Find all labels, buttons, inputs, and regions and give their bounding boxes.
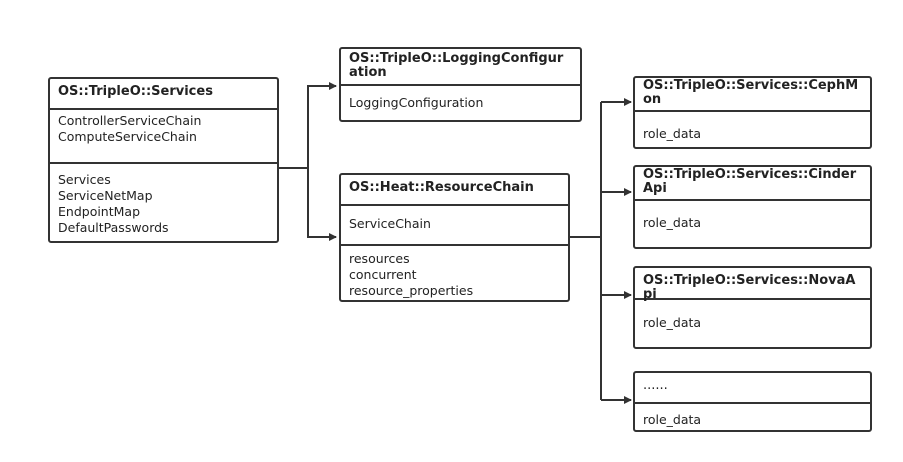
resourcechain-item: resource_properties	[349, 283, 474, 298]
novaapi-title: OS::TripleO::Services::NovaApi	[643, 273, 856, 302]
cinderapi-title: OS::TripleO::Services::CinderApi	[643, 167, 857, 196]
cephmon-box: OS::TripleO::Services::CephMon role_data	[633, 76, 872, 149]
services-title: OS::TripleO::Services	[58, 84, 213, 99]
services-box: OS::TripleO::Services ControllerServiceC…	[48, 77, 279, 243]
cephmon-title: OS::TripleO::Services::CephMon	[643, 78, 859, 107]
logging-box: OS::TripleO::LoggingConfiguration Loggin…	[339, 47, 582, 122]
resourcechain-item: ServiceChain	[349, 216, 431, 231]
services-item: DefaultPasswords	[58, 220, 169, 235]
cinderapi-section1: role_data	[635, 199, 870, 235]
services-item: Services	[58, 172, 111, 187]
novaapi-section1: role_data	[635, 298, 870, 335]
services-section2: Services ServiceNetMap EndpointMap Defau…	[50, 162, 277, 240]
novaapi-item: role_data	[643, 315, 702, 330]
ellipsis-section1: role_data	[635, 402, 870, 432]
cephmon-section1: role_data	[635, 110, 870, 146]
arrow-services-to-logging	[278, 82, 337, 169]
resourcechain-title: OS::Heat::ResourceChain	[349, 180, 534, 195]
novaapi-box: OS::TripleO::Services::NovaApi role_data	[633, 266, 872, 349]
resourcechain-item: resources	[349, 251, 410, 266]
services-item: ComputeServiceChain	[58, 129, 197, 144]
ellipsis-box: ...... role_data	[633, 371, 872, 432]
services-section1: ControllerServiceChain ComputeServiceCha…	[50, 108, 277, 162]
resourcechain-section1: ServiceChain	[341, 204, 568, 244]
logging-title: OS::TripleO::LoggingConfiguration	[349, 51, 564, 80]
services-item: ServiceNetMap	[58, 188, 153, 203]
cinderapi-box: OS::TripleO::Services::CinderApi role_da…	[633, 165, 872, 249]
ellipsis-title: ......	[643, 378, 668, 393]
arrow-services-to-resourcechain	[307, 168, 337, 241]
services-item: ControllerServiceChain	[58, 113, 202, 128]
resourcechain-item: concurrent	[349, 267, 417, 282]
services-item: EndpointMap	[58, 204, 141, 219]
cinderapi-item: role_data	[643, 215, 702, 230]
cephmon-item: role_data	[643, 126, 702, 141]
logging-item: LoggingConfiguration	[349, 95, 484, 110]
resourcechain-box: OS::Heat::ResourceChain ServiceChain res…	[339, 173, 570, 302]
logging-section1: LoggingConfiguration	[341, 84, 580, 115]
arrow-to-cephmon	[600, 102, 631, 400]
resourcechain-section2: resources concurrent resource_properties	[341, 244, 568, 303]
ellipsis-item: role_data	[643, 412, 702, 427]
